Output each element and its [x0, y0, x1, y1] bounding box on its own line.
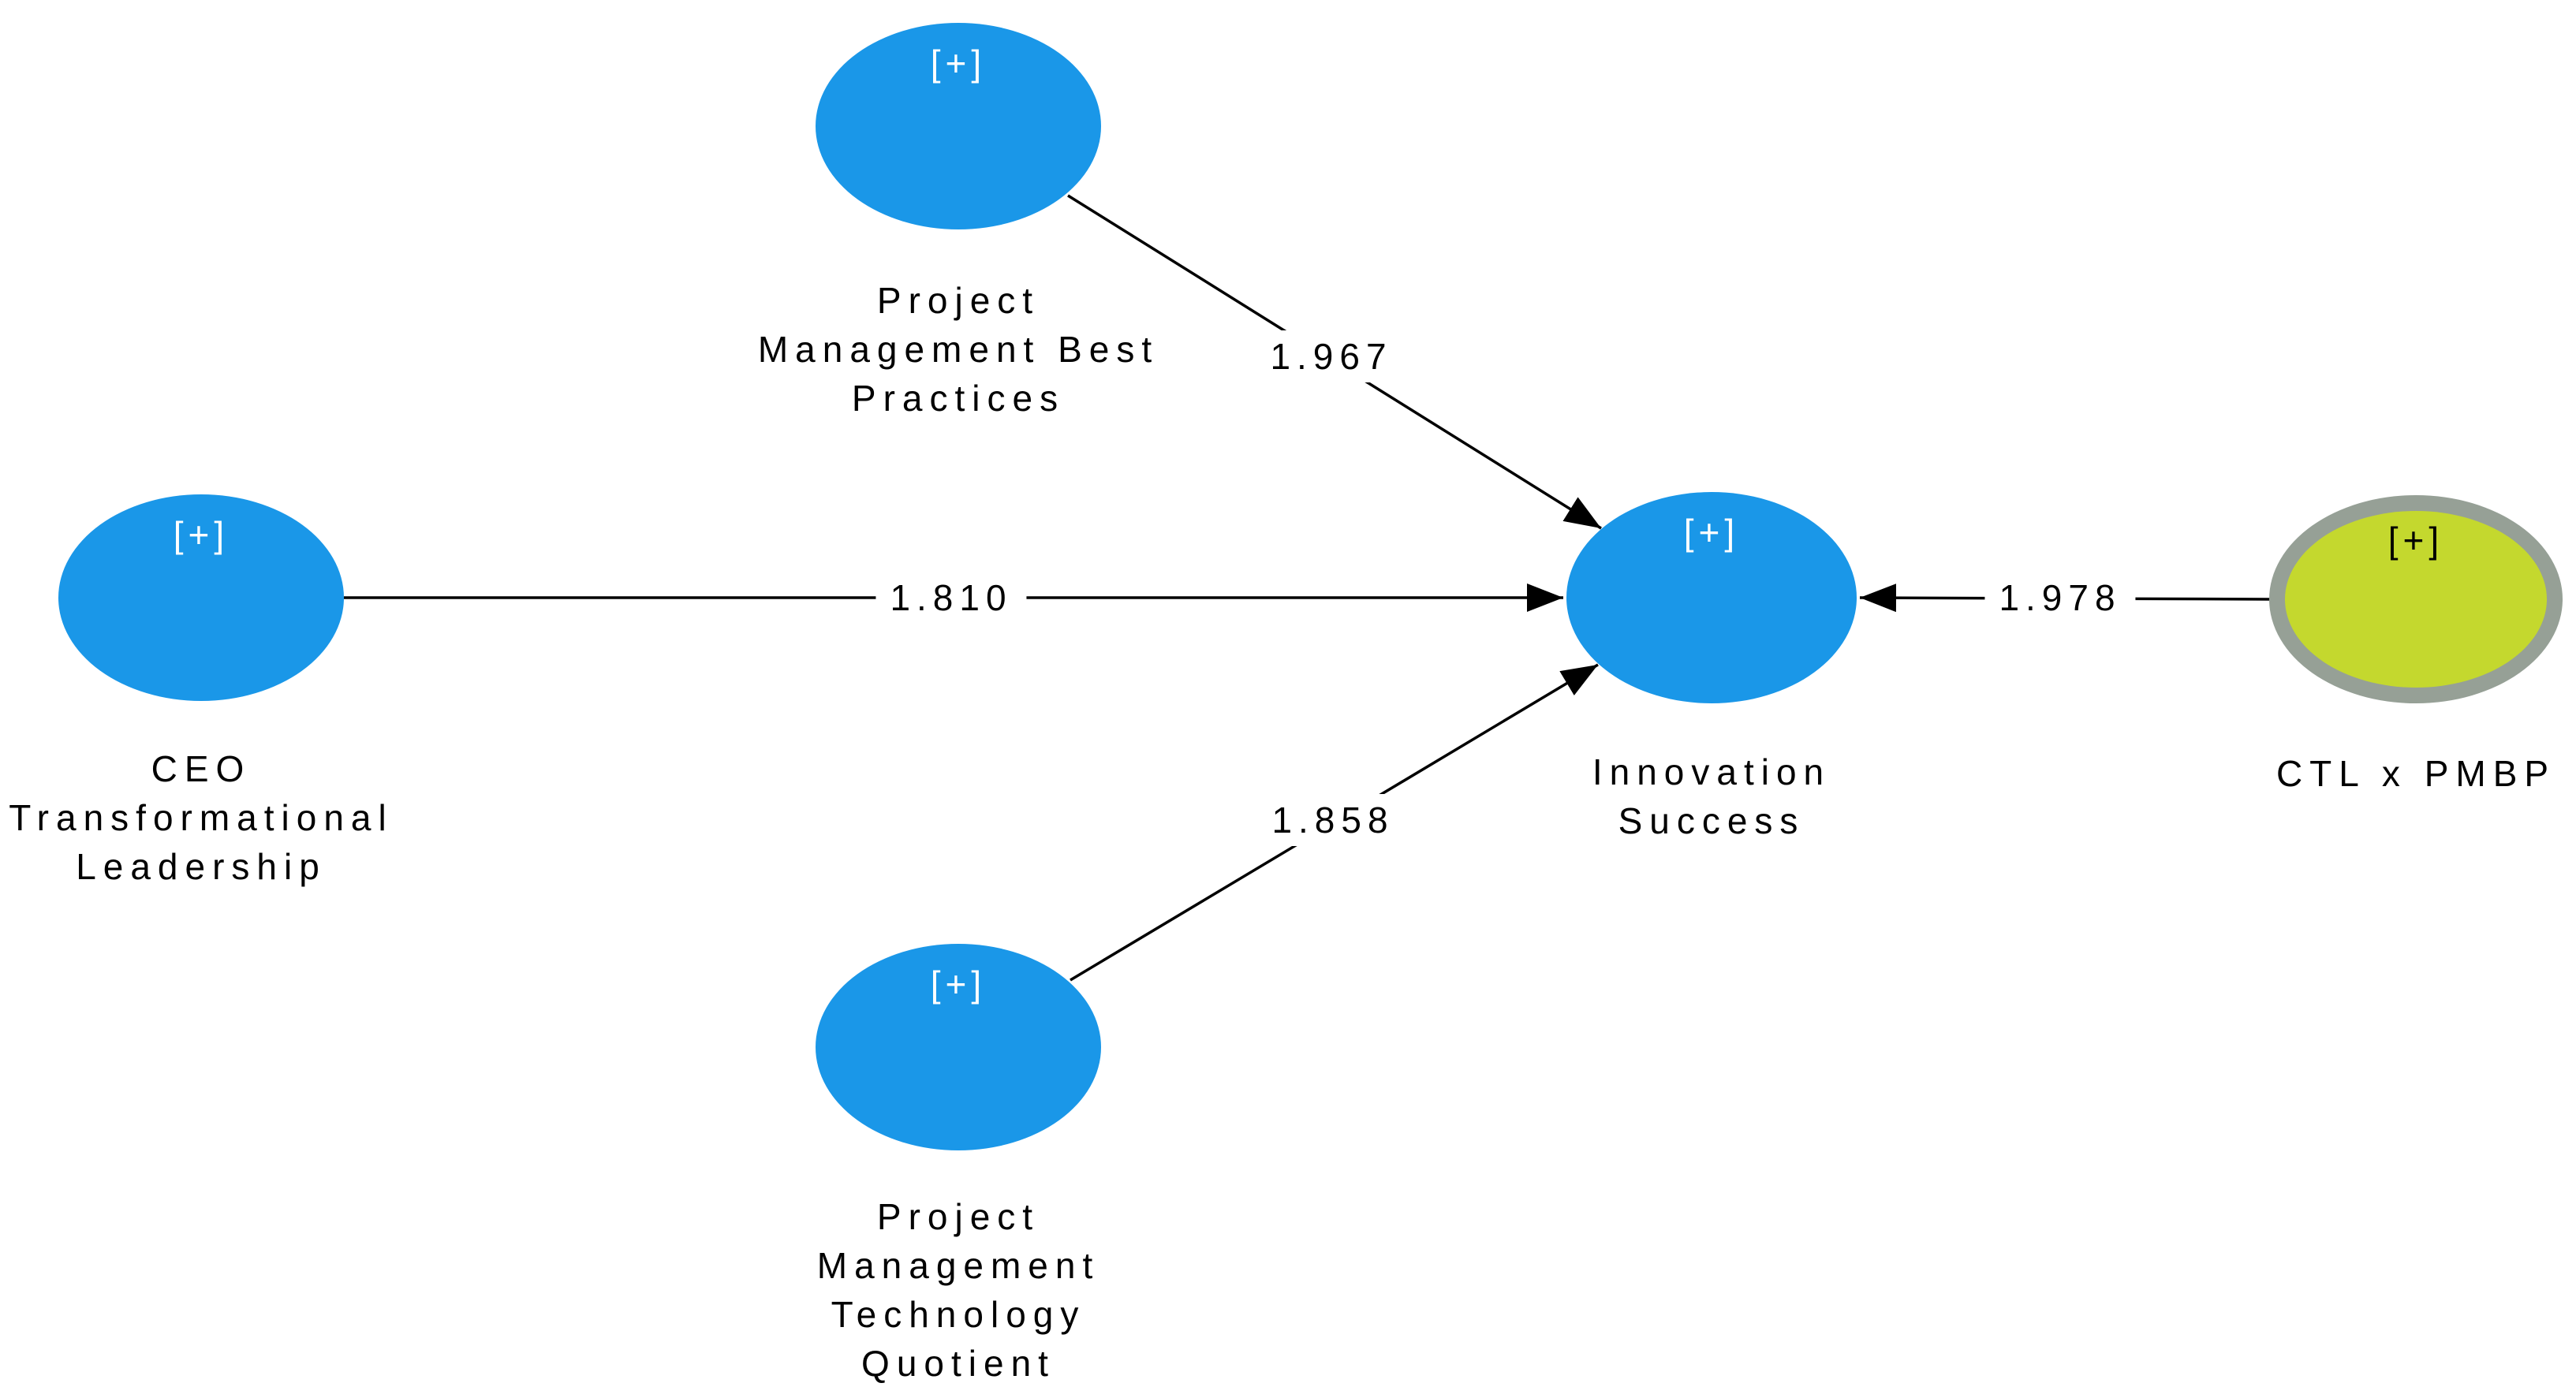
node-label-line: Quotient: [861, 1343, 1055, 1384]
expand-indicator-icon[interactable]: [+]: [1683, 512, 1740, 553]
node-label-line: Project: [876, 280, 1040, 321]
node-project-management-best-practices[interactable]: [+]: [816, 23, 1101, 229]
expand-indicator-icon[interactable]: [+]: [930, 43, 987, 84]
node-label-line: CTL x PMBP: [2275, 753, 2556, 794]
interaction-node-fill: [2285, 511, 2547, 688]
expand-indicator-icon[interactable]: [+]: [930, 964, 987, 1005]
node-ceo-transformational-leadership[interactable]: [+]: [58, 494, 344, 701]
node-label-line: Project: [876, 1196, 1040, 1237]
node-label-line: Leadership: [76, 846, 327, 887]
node-project-management-technology-quotient[interactable]: [+]: [816, 944, 1101, 1150]
node-label-line: Management: [816, 1245, 1100, 1286]
node-label-line: Innovation: [1592, 751, 1831, 792]
path-coefficient-pmbp-to-innovation-success: 1.967: [1256, 330, 1407, 382]
node-label-line: Technology: [831, 1294, 1086, 1335]
node-label-line: Success: [1618, 800, 1805, 841]
path-coefficient-ceo-tl-to-innovation-success: 1.810: [875, 572, 1027, 624]
node-label-line: Management Best: [757, 329, 1159, 370]
path-coefficient-ctl-x-pmbp-to-innovation-success: 1.978: [1984, 572, 2136, 624]
node-label-line: Transformational: [9, 797, 394, 838]
node-label-ctl-x-pmbp: CTL x PMBP: [2061, 749, 2576, 798]
path-coefficient-pmtq-to-innovation-success: 1.858: [1257, 794, 1409, 846]
expand-indicator-icon[interactable]: [+]: [173, 514, 230, 555]
expand-indicator-icon[interactable]: [+]: [2387, 520, 2444, 561]
node-ctl-x-pmbp[interactable]: [+]: [2269, 495, 2563, 703]
node-label-line: Practices: [851, 378, 1066, 419]
node-label-line: CEO: [151, 748, 252, 789]
node-innovation-success[interactable]: [+]: [1566, 492, 1857, 703]
